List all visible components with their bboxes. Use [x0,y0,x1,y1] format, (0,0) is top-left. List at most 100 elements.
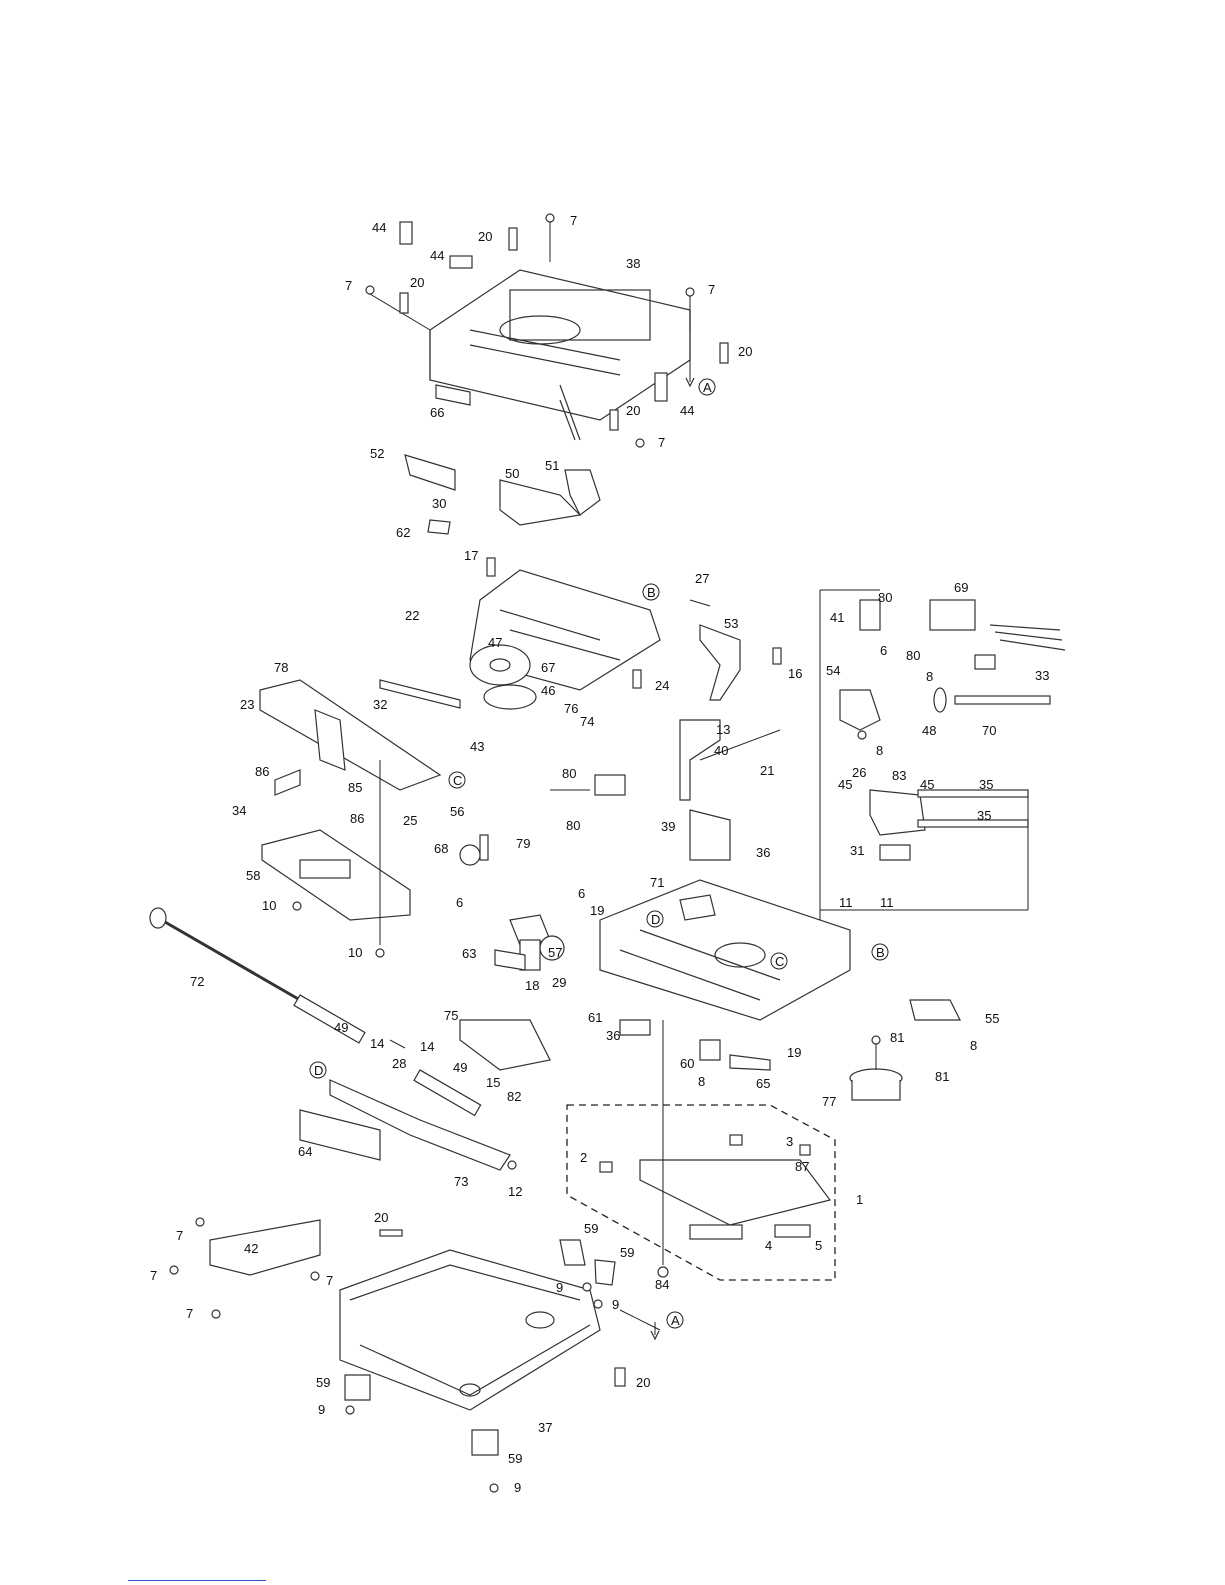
callout-c72: 72 [190,974,204,989]
callout-c35a: 35 [979,777,993,792]
callout-c26: 26 [852,765,866,780]
callout-c7a: 7 [570,213,577,228]
callout-c49a: 49 [334,1020,348,1035]
callout-c54: 54 [826,663,840,678]
callout-c17: 17 [464,548,478,563]
callout-c11a: 11 [839,895,853,910]
callout-c18: 18 [525,978,539,993]
callout-c7f: 7 [150,1268,157,1283]
callout-c68: 68 [434,841,448,856]
callout-c80b: 80 [906,648,920,663]
callout-c44c: 44 [680,403,694,418]
callout-cD1: D [651,912,660,927]
callout-c14b: 14 [420,1039,434,1054]
callout-c9b: 9 [612,1297,619,1312]
callout-c29: 29 [552,975,566,990]
callout-c7h: 7 [186,1306,193,1321]
motor-77 [849,1035,903,1101]
callout-c34: 34 [232,803,246,818]
callout-c67: 67 [541,660,555,675]
callout-c16: 16 [788,666,802,681]
callout-c41: 41 [830,610,844,625]
callout-c37: 37 [538,1420,552,1435]
callout-c62: 62 [396,525,410,540]
callout-c15: 15 [486,1075,500,1090]
callout-c86b: 86 [350,811,364,826]
callout-c9a: 9 [556,1280,563,1295]
assembly-54 [839,687,1051,740]
callout-c49b: 49 [453,1060,467,1075]
assembly-83 [820,789,1029,911]
callout-circle-cB2 [871,943,889,961]
callout-c20a: 20 [478,229,492,244]
plate-58 [261,760,411,958]
callout-circle-cA1 [698,378,716,396]
callout-circle-cB1 [642,583,660,601]
callout-c73: 73 [454,1174,468,1189]
callout-c35b: 35 [977,808,991,823]
callout-cC2: C [775,954,784,969]
callout-c43: 43 [470,739,484,754]
callout-c48: 48 [922,723,936,738]
callout-c59c: 59 [316,1375,330,1390]
callout-c7c: 7 [708,282,715,297]
callout-c27: 27 [695,571,709,586]
callout-c47: 47 [488,635,502,650]
callout-c44b: 44 [430,248,444,263]
callout-c53: 53 [724,616,738,631]
callout-c45a: 45 [838,777,852,792]
callout-c8c: 8 [970,1038,977,1053]
footer-link-underline [128,1580,266,1581]
callout-c51: 51 [545,458,559,473]
callout-c66: 66 [430,405,444,420]
callout-circle-cA2 [666,1311,684,1329]
callout-c50: 50 [505,466,519,481]
chassis-76 [379,454,782,710]
callout-c85: 85 [348,780,362,795]
callout-circle-cD2 [309,1061,327,1079]
callout-c13: 13 [716,722,730,737]
callout-c6a: 6 [880,643,887,658]
callout-c61: 61 [588,1010,602,1025]
callout-c7b: 7 [345,278,352,293]
callout-cA1: A [703,380,712,395]
callout-c8b: 8 [876,743,883,758]
callout-c87: 87 [795,1159,809,1174]
callout-c14a: 14 [370,1036,384,1051]
callout-c86a: 86 [255,764,269,779]
callout-c83: 83 [892,768,906,783]
callout-c78: 78 [274,660,288,675]
callout-c75: 75 [444,1008,458,1023]
callout-c59d: 59 [508,1451,522,1466]
callout-c12: 12 [508,1184,522,1199]
callout-c7g: 7 [326,1273,333,1288]
callout-c20b: 20 [410,275,424,290]
callout-c11b: 11 [880,895,894,910]
callout-c7e: 7 [176,1228,183,1243]
callout-circle-cC1 [448,771,466,789]
callout-c20d: 20 [626,403,640,418]
callout-c56: 56 [450,804,464,819]
callout-c32: 32 [373,697,387,712]
callout-c36a: 36 [756,845,770,860]
callout-c9d: 9 [514,1480,521,1495]
callout-c60: 60 [680,1056,694,1071]
callout-cA2: A [671,1313,680,1328]
callout-c3: 3 [786,1134,793,1149]
callout-c21: 21 [760,763,774,778]
callout-c55: 55 [985,1011,999,1026]
callout-circle-cD1 [646,910,664,928]
callout-c31: 31 [850,843,864,858]
callout-c40: 40 [714,743,728,758]
shaft-72 [149,907,482,1117]
callout-c25: 25 [403,813,417,828]
callout-c10a: 10 [262,898,276,913]
callout-c5: 5 [815,1238,822,1253]
callout-c84: 84 [655,1277,669,1292]
top-cover-38 [429,269,691,441]
callout-c81b: 81 [935,1069,949,1084]
callout-c36b: 36 [606,1028,620,1043]
callout-c2: 2 [580,1150,587,1165]
